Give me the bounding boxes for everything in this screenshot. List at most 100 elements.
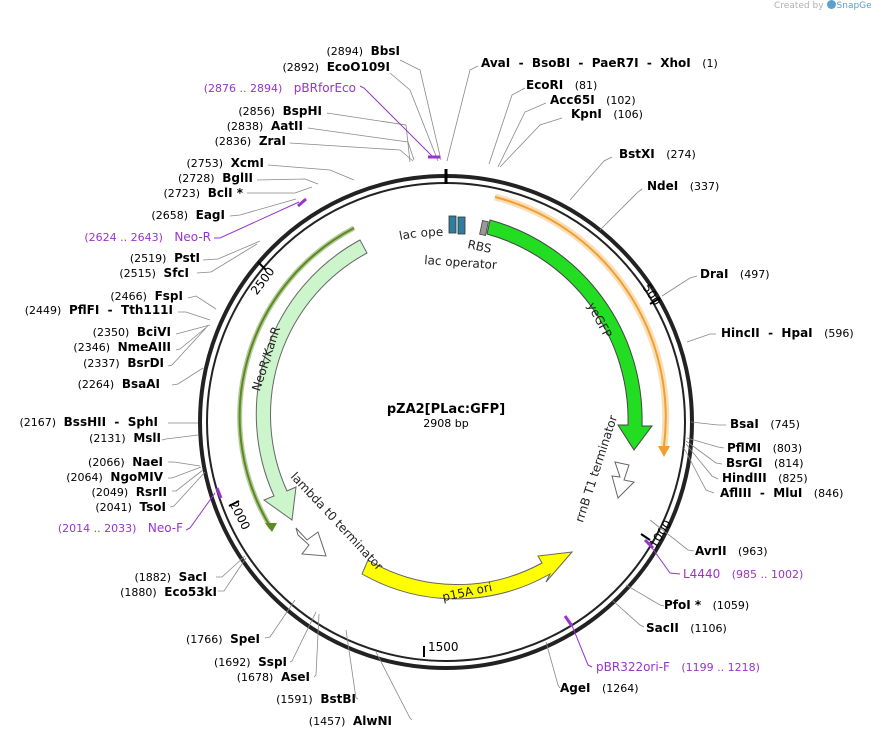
site-drai[interactable]: DraI (497): [700, 267, 770, 281]
site-bbsi[interactable]: (2894) BbsI: [326, 44, 400, 58]
site-eagi[interactable]: (2658) EagI: [151, 208, 225, 222]
site-sspi[interactable]: (1692) SspI: [214, 655, 287, 669]
site-name: BstXI: [619, 147, 655, 161]
yegfp-orf-outline: [494, 196, 667, 447]
site-bssHII[interactable]: (2167) BssHII - SphI: [19, 415, 158, 429]
site-hincii[interactable]: HincII - HpaI (596): [721, 326, 854, 340]
site-sfci[interactable]: (2515) SfcI: [119, 266, 189, 280]
feature-p15a-ori[interactable]: [361, 551, 574, 600]
feature-lac-operator-1[interactable]: [448, 215, 457, 234]
site-naei[interactable]: (2066) NaeI: [88, 455, 163, 469]
site-name: BssHII - SphI: [64, 415, 158, 429]
site-name: Eco53kI: [164, 585, 217, 599]
primer-neo-f[interactable]: (2014 .. 2033) Neo-F: [58, 521, 183, 535]
site-position: (2519): [130, 252, 167, 265]
site-bstxi[interactable]: BstXI (274): [619, 147, 696, 161]
site-asei[interactable]: (1678) AseI: [237, 670, 310, 684]
site-name: AatII: [271, 119, 303, 133]
site-name: AvaI - BsoBI - PaeR7I - XhoI: [481, 56, 691, 70]
site-bsaai[interactable]: (2264) BsaAI: [78, 377, 160, 391]
primer-l4440[interactable]: L4440 (985 .. 1002): [683, 567, 803, 581]
site-name: PflFI - Tth111I: [69, 303, 173, 317]
site-position: (1692): [214, 656, 251, 669]
site-bstbi[interactable]: (1591) BstBI: [276, 692, 356, 706]
site-pflmi[interactable]: PflMI (803): [727, 441, 802, 455]
site-bsai[interactable]: BsaI (745): [730, 417, 800, 431]
site-bglii[interactable]: (2728) BglII: [178, 171, 253, 185]
site-name: EcoO109I: [327, 60, 390, 74]
site-bsrdi[interactable]: (2337) BsrDI: [83, 356, 164, 370]
site-position: (337): [690, 180, 720, 193]
site-agei[interactable]: AgeI (1264): [560, 681, 639, 695]
site-position: (2350): [93, 326, 130, 339]
site-kpni[interactable]: KpnI (106): [571, 107, 643, 121]
site-hindiii[interactable]: HindIII (825): [722, 471, 808, 485]
site-bcli[interactable]: (2723) BclI *: [163, 186, 243, 200]
primer-pbr322ori[interactable]: pBR322ori-F (1199 .. 1218): [596, 660, 760, 674]
site-position: (1264): [602, 682, 639, 695]
site-name: BsrDI: [127, 356, 164, 370]
site-alwni[interactable]: (1457) AlwNI: [309, 714, 392, 728]
site-position: (106): [613, 108, 643, 121]
site-saci[interactable]: (1882) SacI: [134, 570, 207, 584]
site-name: BglII: [222, 171, 253, 185]
site-ngomiv[interactable]: (2064) NgoMIV: [66, 470, 164, 484]
site-ecori[interactable]: EcoRI (81): [526, 78, 597, 92]
site-position: (1880): [120, 586, 157, 599]
feature-rrnb-t1-terminator[interactable]: [611, 461, 636, 499]
site-ecoo109i[interactable]: (2892) EcoO109I: [283, 60, 391, 74]
site-zrai[interactable]: (2836) ZraI: [215, 134, 286, 148]
site-nmeaiii[interactable]: (2346) NmeAIII: [73, 340, 171, 354]
site-avrii[interactable]: AvrII (963): [695, 544, 768, 558]
feature-lambda-label: lambda t0 terminator: [288, 469, 386, 573]
site-tsoi[interactable]: (2041) TsoI: [95, 500, 166, 514]
feature-lac-operator-2[interactable]: [457, 216, 466, 235]
site-position: (803): [773, 442, 803, 455]
feature-rbs[interactable]: [479, 220, 489, 236]
feature-neor-kanr[interactable]: [255, 239, 368, 521]
site-bcivi[interactable]: (2350) BciVI: [93, 325, 171, 339]
site-position: (274): [666, 148, 696, 161]
site-xcmi[interactable]: (2753) XcmI: [186, 156, 264, 170]
site-name: SpeI: [230, 632, 260, 646]
site-labels: (2894) BbsI (2892) EcoO109I AvaI - BsoBI -…: [19, 44, 853, 728]
site-position: (1882): [134, 571, 171, 584]
site-fspi[interactable]: (2466) FspI: [110, 289, 183, 303]
site-name: NdeI: [647, 179, 678, 193]
site-name: HindIII: [722, 471, 767, 485]
feature-lambda-t0-terminator[interactable]: [295, 527, 327, 557]
site-msli[interactable]: (2131) MslI: [89, 431, 161, 445]
credit-brand: SnapGene: [836, 1, 872, 11]
site-eco53ki[interactable]: (1880) Eco53kI: [120, 585, 217, 599]
site-position: (2131): [89, 432, 126, 445]
primer-marks: [215, 155, 655, 627]
tick-1500: 1500: [423, 640, 459, 657]
feature-yegfp[interactable]: [486, 219, 653, 451]
site-name: AvrII: [695, 544, 727, 558]
site-bsrgi[interactable]: BsrGI (814): [726, 456, 804, 470]
site-psti[interactable]: (2519) PstI: [130, 251, 200, 265]
site-pfoi[interactable]: PfoI * (1059): [664, 598, 749, 612]
site-rsrii[interactable]: (2049) RsrII: [92, 485, 167, 499]
site-aatii[interactable]: (2838) AatII: [227, 119, 303, 133]
site-position: (825): [778, 472, 808, 485]
site-position: (1591): [276, 693, 313, 706]
site-afliii[interactable]: AflIII - MluI (846): [720, 486, 843, 500]
site-name: KpnI: [571, 107, 602, 121]
site-sacii[interactable]: SacII (1106): [646, 621, 727, 635]
site-name: EcoRI: [526, 78, 563, 92]
site-name: SspI: [258, 655, 287, 669]
site-bspHI[interactable]: (2856) BspHI: [238, 104, 322, 118]
site-name: AseI: [281, 670, 310, 684]
site-name: SacI: [179, 570, 207, 584]
primer-neo-r[interactable]: (2624 .. 2643) Neo-R: [84, 230, 211, 244]
site-position: (1106): [690, 622, 727, 635]
primer-labels: (2876 .. 2894) pBRforEco (2624 .. 2643) N…: [58, 81, 803, 674]
site-position: (2753): [186, 157, 223, 170]
site-pflfi[interactable]: (2449) PflFI - Tth111I: [25, 303, 173, 317]
site-acc65i[interactable]: Acc65I (102): [550, 93, 636, 107]
site-ndei[interactable]: NdeI (337): [647, 179, 719, 193]
site-ava-i[interactable]: AvaI - BsoBI - PaeR7I - XhoI (1): [481, 56, 718, 70]
site-spei[interactable]: (1766) SpeI: [186, 632, 260, 646]
primer-pbrforeco[interactable]: (2876 .. 2894) pBRforEco: [204, 81, 356, 95]
